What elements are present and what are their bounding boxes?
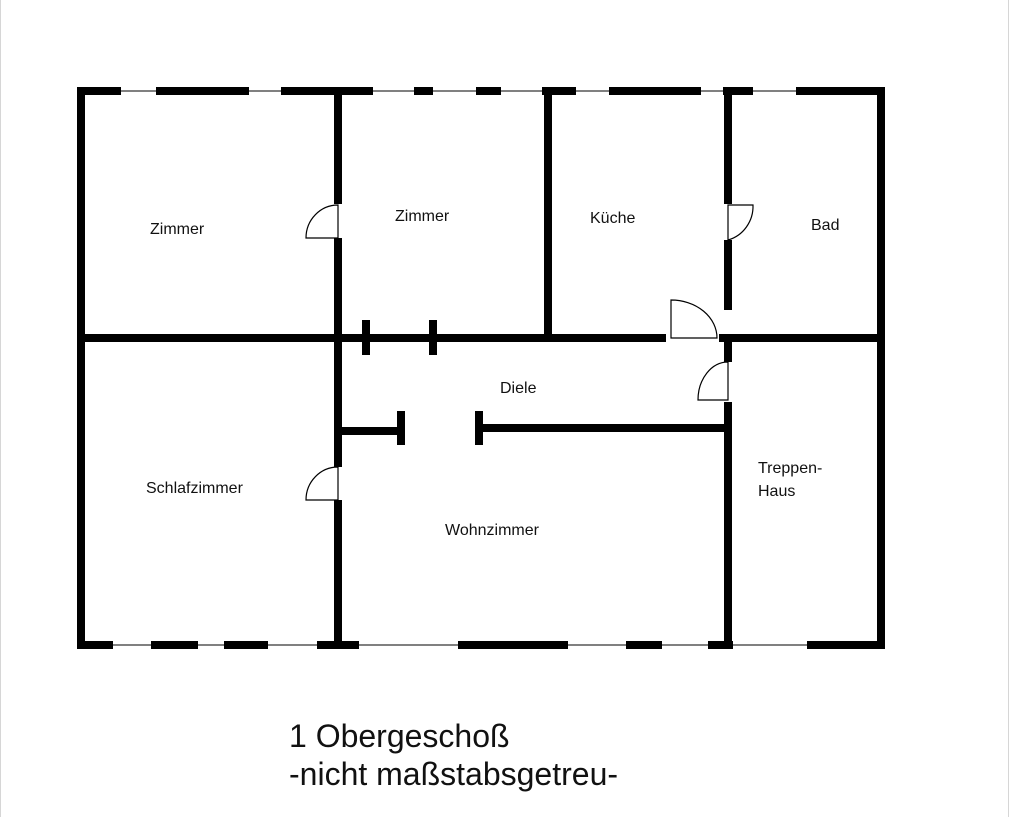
caption-subtitle: -nicht maßstabsgetreu- bbox=[289, 756, 619, 792]
caption-title: 1 Obergeschoß bbox=[289, 718, 510, 754]
room-label-treppenhaus-1: Treppen- bbox=[758, 460, 822, 477]
middle-horizontal-wall bbox=[77, 320, 885, 355]
caption: 1 Obergeschoß -nicht maßstabsgetreu- bbox=[289, 717, 618, 793]
interior-vertical-walls bbox=[334, 87, 732, 649]
doors bbox=[305, 204, 754, 501]
room-label-bad: Bad bbox=[811, 217, 839, 234]
room-labels: Zimmer Zimmer Küche Bad Diele Schlafzimm… bbox=[146, 208, 839, 539]
door-zimmer bbox=[305, 204, 339, 239]
thin-outline-lines bbox=[81, 90, 881, 646]
side-exterior-walls bbox=[77, 87, 885, 649]
room-label-treppenhaus-2: Haus bbox=[758, 483, 795, 500]
room-label-kueche: Küche bbox=[590, 210, 635, 227]
door-schlafzimmer bbox=[305, 466, 339, 501]
door-kueche-bad bbox=[727, 204, 754, 241]
door-treppenhaus bbox=[697, 361, 729, 401]
room-label-wohnzimmer: Wohnzimmer bbox=[445, 522, 540, 539]
room-label-schlafzimmer: Schlafzimmer bbox=[146, 480, 244, 497]
room-label-zimmer-1: Zimmer bbox=[150, 221, 205, 238]
diele-partition-wall bbox=[338, 411, 732, 445]
room-label-diele: Diele bbox=[500, 380, 537, 397]
room-label-zimmer-2: Zimmer bbox=[395, 208, 450, 225]
door-kueche-diele bbox=[670, 299, 718, 339]
